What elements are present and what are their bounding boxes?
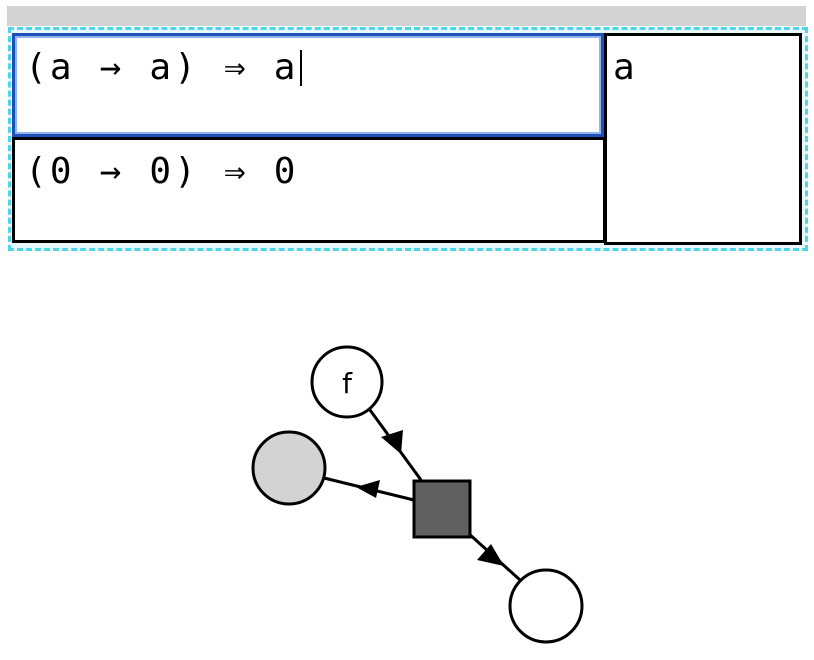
result-text: a: [613, 47, 635, 88]
expression-cell-2[interactable]: (0 → 0) ⇒ 0: [12, 137, 606, 243]
result-cell[interactable]: a: [604, 33, 802, 245]
node-grey-circle[interactable]: [251, 430, 327, 506]
top-strip: [7, 6, 806, 26]
expression-cell-1[interactable]: (a → a) ⇒ a: [12, 33, 604, 137]
edge-box-to-grey-arrowhead: [356, 480, 380, 498]
expression-text-1: (a → a) ⇒ a: [25, 47, 299, 88]
edge-f-to-box-arrowhead: [381, 430, 403, 454]
text-caret: [299, 50, 302, 86]
node-dark-square[interactable]: [412, 479, 472, 539]
expression-text-2: (0 → 0) ⇒ 0: [25, 151, 299, 192]
node-white-circle[interactable]: [508, 568, 584, 644]
node-f[interactable]: [310, 345, 384, 419]
node-f-label: f: [342, 367, 353, 400]
edge-box-to-white-arrowhead: [477, 544, 504, 566]
